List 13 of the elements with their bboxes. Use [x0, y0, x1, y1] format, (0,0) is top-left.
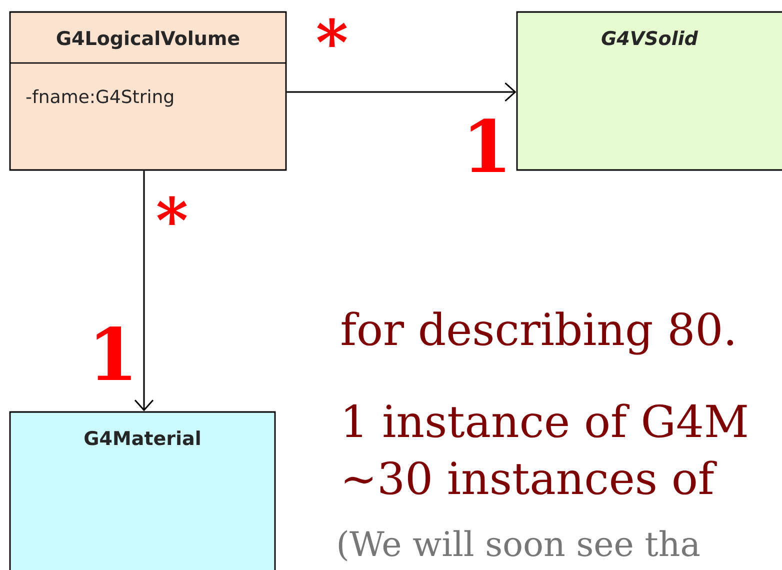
multiplicity-label: *	[157, 196, 187, 225]
multiplicity-label: 1	[96, 326, 131, 380]
note-text: ~30 instances of	[344, 460, 717, 495]
multiplicity-label: *	[317, 18, 347, 47]
multiplicity-label: 1	[470, 118, 505, 172]
arrow	[134, 170, 154, 412]
arrow	[286, 82, 516, 102]
class-box: G4Material	[9, 411, 276, 570]
note-text: (We will soon see tha	[338, 530, 700, 562]
note-text: 1 instance of G4M	[346, 404, 747, 438]
note-text: for describing 80.	[342, 312, 734, 355]
class-box: G4LogicalVolume -fname:G4String	[9, 11, 287, 171]
class-box: G4VSolid	[516, 11, 782, 171]
